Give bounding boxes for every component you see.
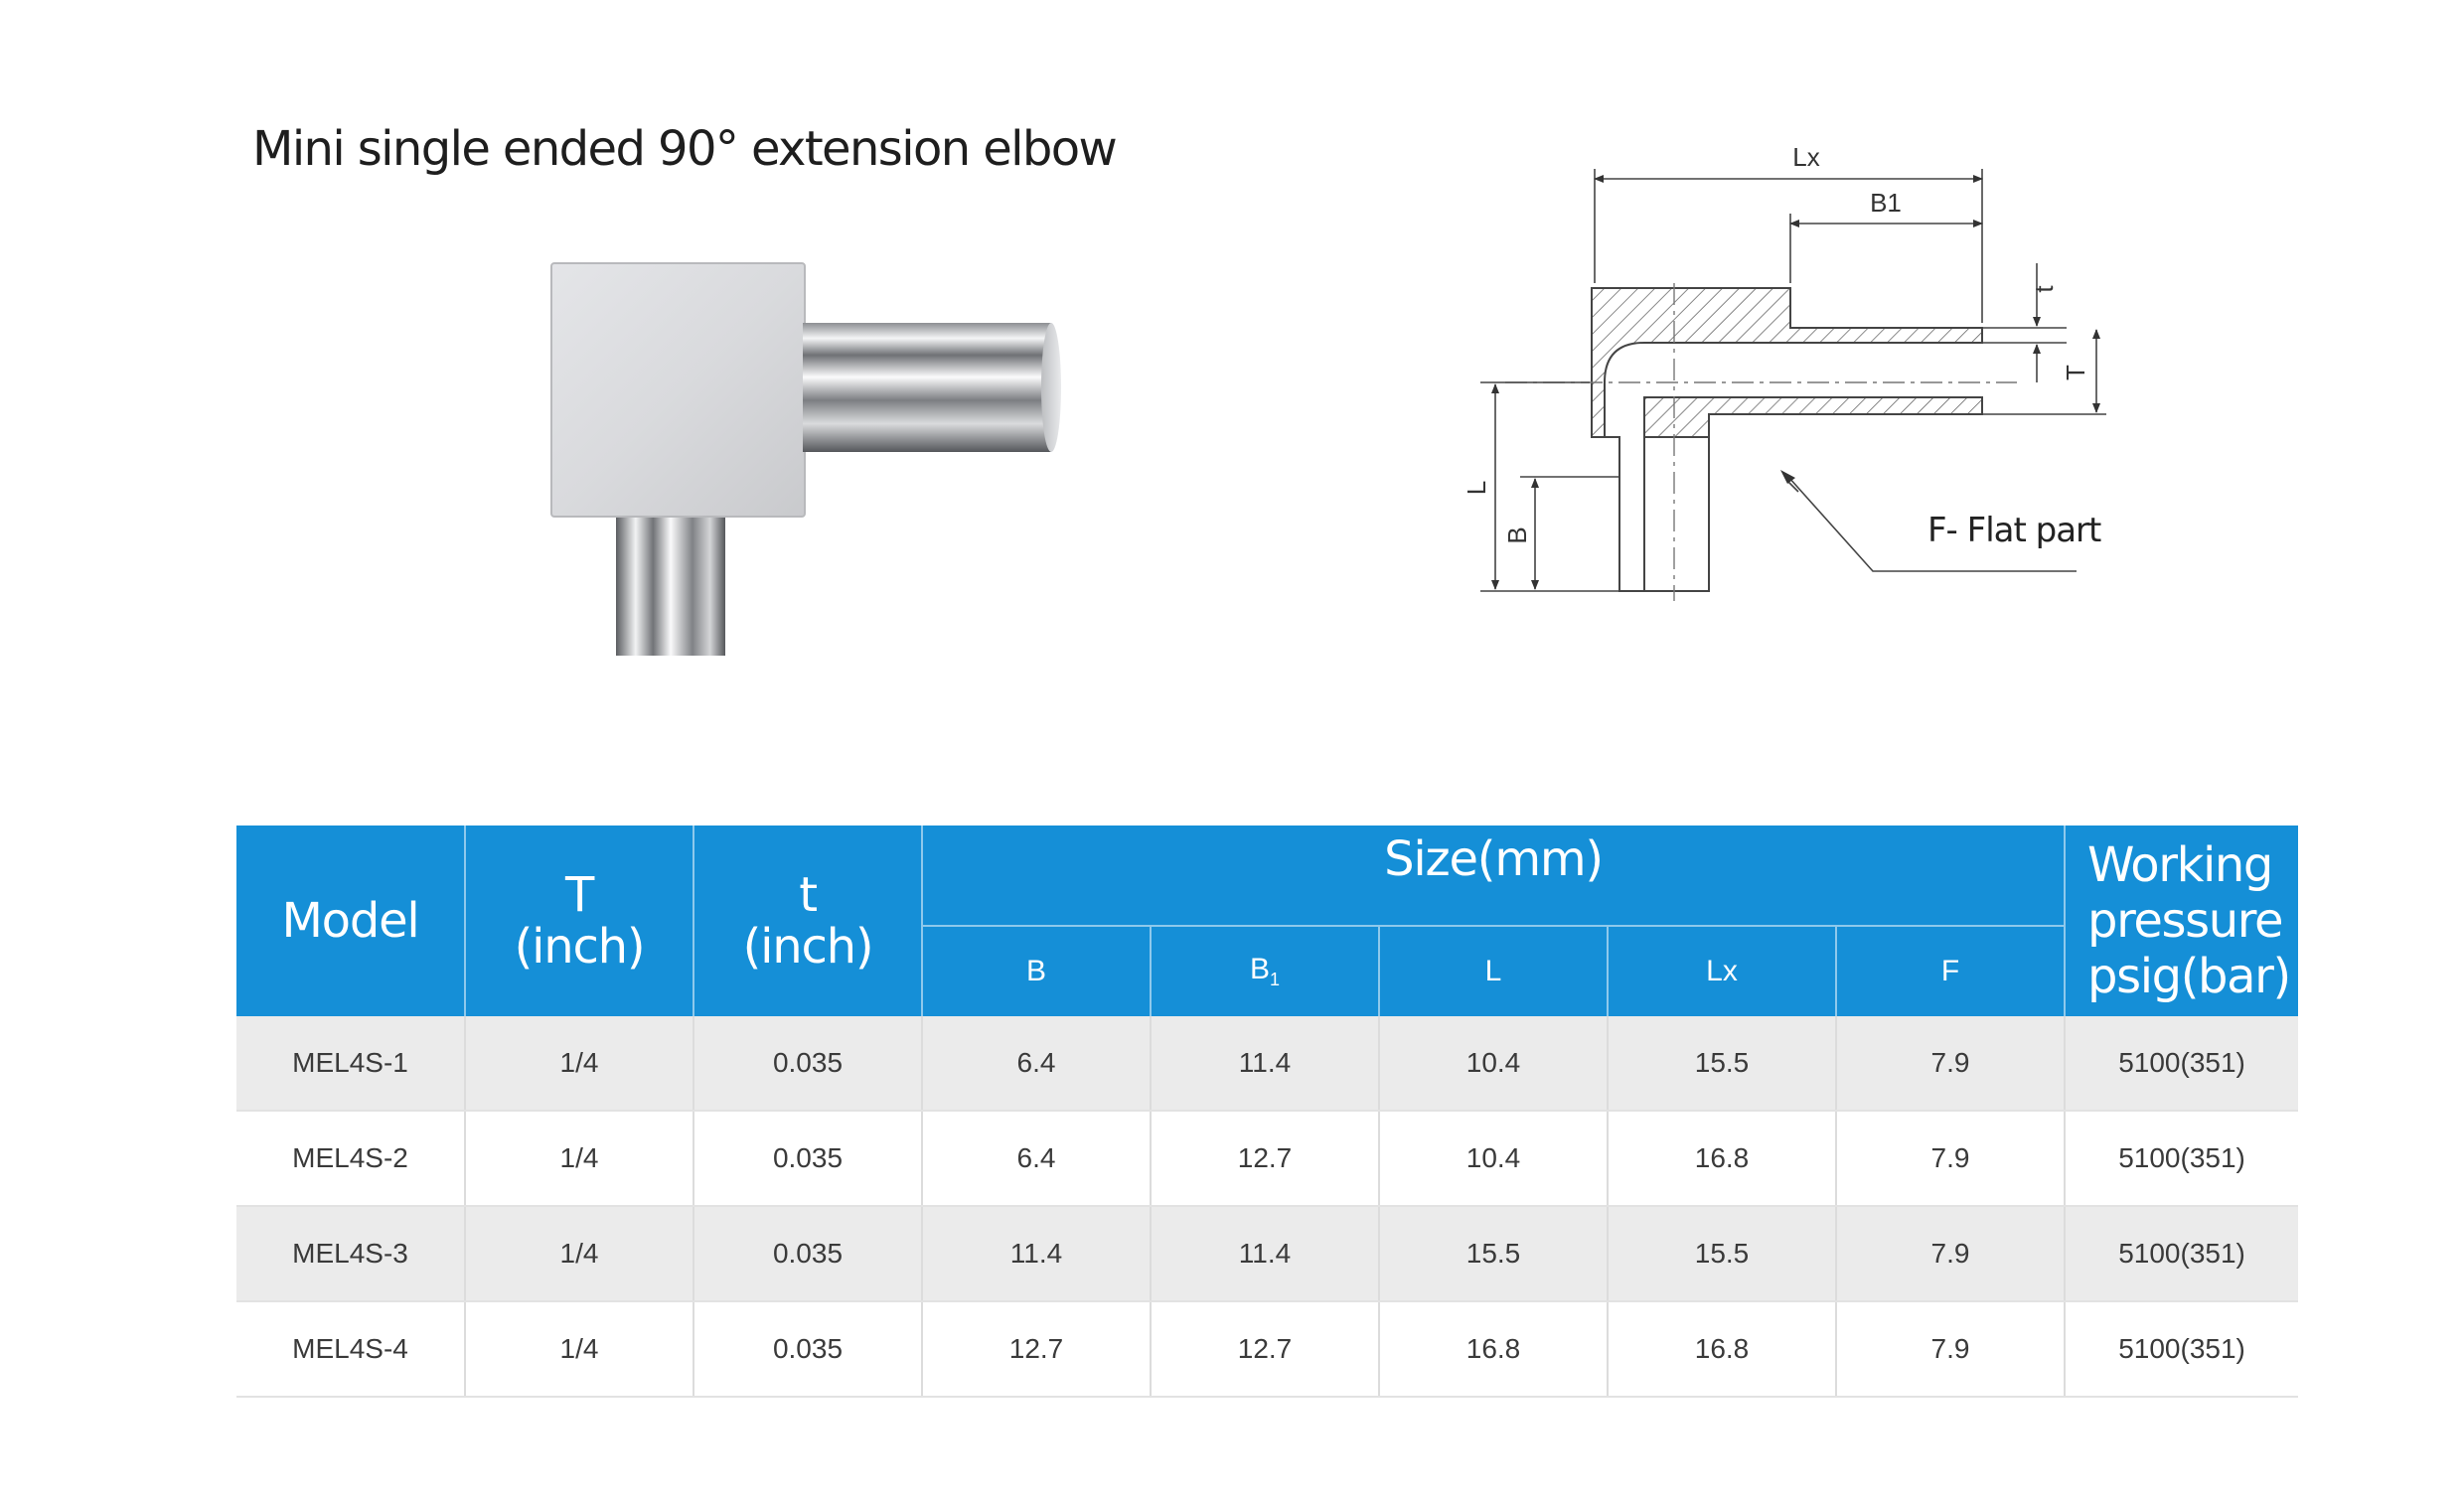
header-l: L	[1379, 925, 1609, 1016]
page-title: Mini single ended 90° extension elbow	[252, 121, 1118, 177]
elbow-section	[1591, 287, 1983, 592]
cell-working-pressure: 5100(351)	[2065, 1111, 2299, 1207]
cell-l: 15.5	[1379, 1206, 1609, 1302]
label-b1: B1	[1870, 188, 1902, 218]
product-photo	[550, 262, 1061, 656]
cell-working-pressure: 5100(351)	[2065, 1301, 2299, 1398]
label-b: B	[1502, 526, 1532, 543]
cell-t-big: 1/4	[465, 1111, 694, 1207]
table-row: MEL4S-1 1/4 0.035 6.4 11.4 10.4 15.5 7.9…	[236, 1016, 2299, 1112]
cell-lx: 15.5	[1608, 1016, 1837, 1112]
cell-b: 12.7	[922, 1301, 1152, 1398]
cell-l: 10.4	[1379, 1016, 1609, 1112]
cell-working-pressure: 5100(351)	[2065, 1206, 2299, 1302]
header-size: Size(mm)	[922, 826, 2067, 926]
cell-lx: 15.5	[1608, 1206, 1837, 1302]
label-lx: Lx	[1792, 142, 1819, 172]
cell-t-small: 0.035	[693, 1206, 923, 1302]
cell-lx: 16.8	[1608, 1111, 1837, 1207]
label-t-small: t	[2029, 285, 2059, 293]
header-lx: Lx	[1608, 925, 1837, 1016]
cell-l: 16.8	[1379, 1301, 1609, 1398]
label-l: L	[1462, 481, 1491, 495]
dimension-lines	[1480, 169, 2106, 592]
cell-b1: 11.4	[1151, 1016, 1380, 1112]
table-row: MEL4S-3 1/4 0.035 11.4 11.4 15.5 15.5 7.…	[236, 1206, 2299, 1302]
cell-t-big: 1/4	[465, 1206, 694, 1302]
cell-b1: 12.7	[1151, 1301, 1380, 1398]
cell-b: 11.4	[922, 1206, 1152, 1302]
vertical-tube	[616, 497, 725, 656]
callout-flat-part: F- Flat part	[1927, 511, 2101, 550]
cell-f: 7.9	[1836, 1301, 2067, 1398]
header-model: Model	[236, 826, 466, 1016]
cell-working-pressure: 5100(351)	[2065, 1016, 2299, 1112]
header-t-small: t (inch)	[693, 826, 923, 1016]
cell-t-small: 0.035	[693, 1111, 923, 1207]
cell-b: 6.4	[922, 1016, 1152, 1112]
cell-b1: 11.4	[1151, 1206, 1380, 1302]
cell-model: MEL4S-2	[236, 1111, 466, 1207]
tube-end	[1041, 323, 1061, 452]
header-f: F	[1836, 925, 2067, 1016]
table-row: MEL4S-4 1/4 0.035 12.7 12.7 16.8 16.8 7.…	[236, 1301, 2299, 1398]
cell-model: MEL4S-1	[236, 1016, 466, 1112]
callout-arrowhead	[1780, 470, 1795, 484]
cell-f: 7.9	[1836, 1016, 2067, 1112]
cell-t-small: 0.035	[693, 1016, 923, 1112]
horizontal-tube	[803, 323, 1051, 452]
cell-b1: 12.7	[1151, 1111, 1380, 1207]
cell-f: 7.9	[1836, 1206, 2067, 1302]
spec-table: Model T (inch) t (inch) Size(mm) Working…	[236, 826, 2299, 1398]
header-t-big: T (inch)	[465, 826, 694, 1016]
table-row: MEL4S-2 1/4 0.035 6.4 12.7 10.4 16.8 7.9…	[236, 1111, 2299, 1207]
square-body	[550, 262, 806, 518]
cell-lx: 16.8	[1608, 1301, 1837, 1398]
elbow-fitting-render	[550, 262, 1061, 656]
cell-f: 7.9	[1836, 1111, 2067, 1207]
header-b1: B1	[1151, 925, 1380, 1016]
cell-model: MEL4S-3	[236, 1206, 466, 1302]
header-working-pressure: Working pressure psig(bar)	[2065, 826, 2299, 1016]
cell-t-big: 1/4	[465, 1301, 694, 1398]
dimension-labels: Lx B1 t T L B F- Flat part	[1462, 142, 2102, 550]
cell-t-big: 1/4	[465, 1016, 694, 1112]
cell-t-small: 0.035	[693, 1301, 923, 1398]
label-t-big: T	[2061, 365, 2090, 380]
cell-l: 10.4	[1379, 1111, 1609, 1207]
cell-model: MEL4S-4	[236, 1301, 466, 1398]
header-b: B	[922, 925, 1152, 1016]
center-lines	[1505, 283, 2017, 601]
cell-b: 6.4	[922, 1111, 1152, 1207]
dimension-drawing: Lx B1 t T L B F- Flat part	[1462, 142, 2106, 601]
